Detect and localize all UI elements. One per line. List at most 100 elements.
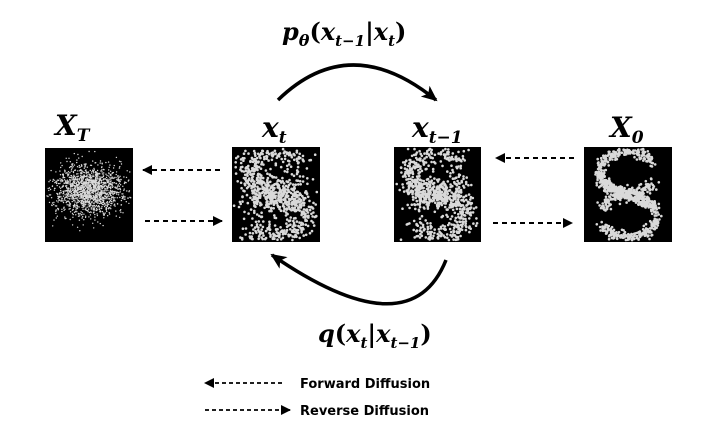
particle bbox=[439, 234, 443, 238]
particle bbox=[282, 202, 285, 206]
particle bbox=[304, 218, 307, 221]
particle bbox=[282, 193, 285, 196]
particle bbox=[414, 193, 418, 197]
particle bbox=[633, 190, 637, 194]
particle bbox=[301, 154, 305, 158]
particle bbox=[122, 196, 124, 199]
particle bbox=[58, 195, 61, 198]
particle bbox=[414, 203, 417, 207]
particle bbox=[85, 207, 87, 209]
particle bbox=[85, 197, 87, 199]
particle bbox=[69, 218, 71, 221]
particle bbox=[74, 188, 77, 191]
particle bbox=[60, 195, 62, 198]
particle bbox=[78, 194, 80, 196]
particle bbox=[97, 164, 99, 166]
particle bbox=[295, 179, 298, 182]
particle bbox=[116, 197, 119, 199]
particle bbox=[606, 226, 610, 230]
particle bbox=[121, 197, 123, 200]
particle bbox=[599, 156, 603, 160]
particle bbox=[88, 192, 91, 194]
particle bbox=[274, 163, 278, 167]
particle bbox=[638, 233, 641, 237]
particle bbox=[79, 197, 81, 199]
particle bbox=[455, 230, 459, 233]
particle bbox=[283, 157, 287, 161]
particle bbox=[84, 187, 87, 190]
particle bbox=[255, 164, 258, 168]
particle bbox=[611, 184, 615, 187]
particle bbox=[603, 179, 607, 182]
particle bbox=[439, 160, 443, 163]
particle bbox=[69, 195, 71, 198]
particle bbox=[617, 151, 621, 155]
particle bbox=[109, 164, 111, 166]
particle bbox=[110, 187, 112, 190]
particle bbox=[444, 202, 448, 205]
particle bbox=[287, 163, 291, 166]
particle bbox=[253, 183, 257, 186]
particle bbox=[280, 157, 284, 161]
particle bbox=[284, 232, 287, 236]
particle bbox=[295, 169, 299, 172]
particle bbox=[121, 195, 123, 198]
particle bbox=[96, 192, 99, 194]
particle bbox=[72, 179, 74, 181]
particle bbox=[308, 199, 311, 203]
particle bbox=[449, 185, 452, 189]
particle bbox=[92, 170, 95, 173]
particle bbox=[286, 167, 289, 171]
particle bbox=[83, 167, 86, 169]
particle bbox=[398, 188, 402, 192]
particle bbox=[244, 167, 248, 170]
particle bbox=[249, 196, 252, 200]
particle bbox=[90, 187, 93, 189]
particle bbox=[69, 211, 72, 213]
particle bbox=[602, 181, 605, 184]
particle bbox=[268, 223, 271, 226]
particle bbox=[83, 193, 85, 195]
particle bbox=[420, 214, 424, 218]
particle bbox=[426, 227, 430, 231]
particle bbox=[61, 197, 63, 200]
particle bbox=[470, 183, 473, 187]
particle bbox=[310, 212, 313, 216]
particle bbox=[80, 187, 82, 190]
particle bbox=[401, 207, 404, 210]
particle bbox=[273, 149, 277, 153]
particle bbox=[97, 181, 99, 184]
particle bbox=[235, 156, 238, 160]
particle bbox=[304, 196, 307, 200]
particle bbox=[108, 175, 110, 177]
particle bbox=[429, 175, 432, 179]
particle bbox=[102, 197, 104, 199]
particle bbox=[617, 191, 620, 194]
particle bbox=[423, 227, 426, 231]
particle bbox=[420, 154, 424, 158]
particle bbox=[295, 195, 299, 199]
particle bbox=[657, 202, 661, 206]
particle bbox=[62, 176, 65, 178]
particle bbox=[614, 196, 617, 200]
particle bbox=[115, 156, 118, 159]
particle bbox=[272, 202, 276, 206]
particle bbox=[623, 186, 626, 190]
particle bbox=[55, 182, 58, 185]
particle bbox=[257, 176, 261, 179]
particle bbox=[101, 173, 104, 175]
particle bbox=[408, 206, 411, 210]
particle bbox=[86, 206, 88, 208]
particle bbox=[107, 161, 110, 163]
particle bbox=[97, 195, 99, 197]
particle bbox=[128, 202, 130, 205]
particle bbox=[118, 188, 120, 190]
particle bbox=[56, 179, 59, 181]
particle bbox=[103, 178, 105, 181]
particle bbox=[67, 181, 69, 184]
particle bbox=[80, 214, 83, 216]
particle bbox=[455, 207, 459, 211]
particle bbox=[298, 225, 301, 228]
particle bbox=[637, 200, 640, 203]
particle bbox=[89, 199, 91, 201]
